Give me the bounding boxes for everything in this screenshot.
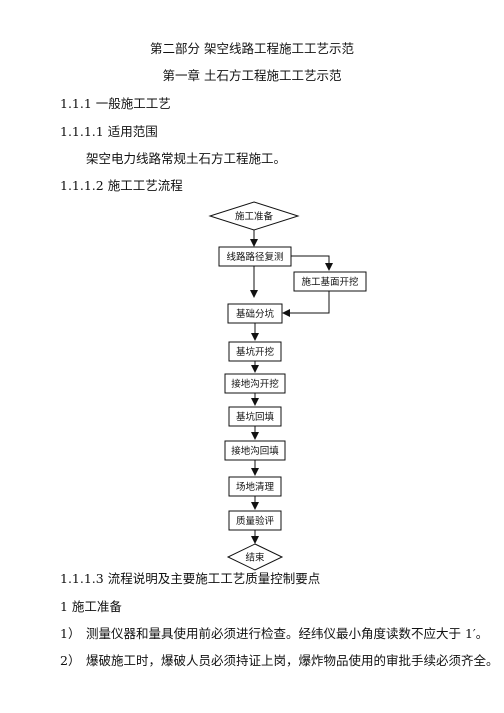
part-title: 第二部分 架空线路工程施工工艺示范 bbox=[150, 41, 354, 56]
section-heading-flow: 1.1.1.2 施工工艺流程 bbox=[60, 178, 183, 193]
chapter-title: 第一章 土石方工程施工工艺示范 bbox=[162, 68, 342, 83]
site-cleanup-label: 场地清理 bbox=[236, 481, 275, 493]
section-heading-general: 1.1.1 一般施工工艺 bbox=[60, 96, 171, 111]
end-node bbox=[226, 543, 284, 571]
section-heading-explanation: 1.1.1.3 流程说明及主要施工工艺质量控制要点 bbox=[60, 571, 321, 586]
base-surface-node bbox=[293, 271, 367, 292]
section-heading-scope: 1.1.1.1 适用范围 bbox=[60, 124, 158, 139]
base-surface-label: 施工基面开挖 bbox=[301, 276, 359, 288]
pit-backfill-label: 基坑回填 bbox=[236, 411, 275, 423]
pit-excavation-label: 基坑开挖 bbox=[236, 346, 275, 358]
item-heading-preparation: 1 施工准备 bbox=[60, 599, 122, 614]
end-label: 结束 bbox=[245, 552, 265, 564]
foundation-divide-label: 基础分坑 bbox=[236, 308, 275, 320]
route-survey-label: 线路路径复测 bbox=[226, 251, 283, 263]
list-item-1-number: 1） bbox=[60, 626, 81, 641]
ground-backfill-label: 接地沟回填 bbox=[231, 445, 279, 457]
scope-text: 架空电力线路常规土石方工程施工。 bbox=[86, 151, 287, 166]
quality-eval-label: 质量验评 bbox=[236, 515, 275, 527]
start-label: 施工准备 bbox=[235, 211, 274, 223]
list-item-2-number: 2） bbox=[60, 653, 81, 668]
list-item-1-text: 测量仪器和量具使用前必须进行检查。经纬仪最小角度读数不应大于 1′。 bbox=[86, 626, 489, 641]
ground-trench-label: 接地沟开挖 bbox=[231, 378, 279, 390]
list-item-2-text: 爆破施工时，爆破人员必须持证上岗，爆炸物品使用的审批手续必须齐全。 bbox=[86, 653, 499, 668]
